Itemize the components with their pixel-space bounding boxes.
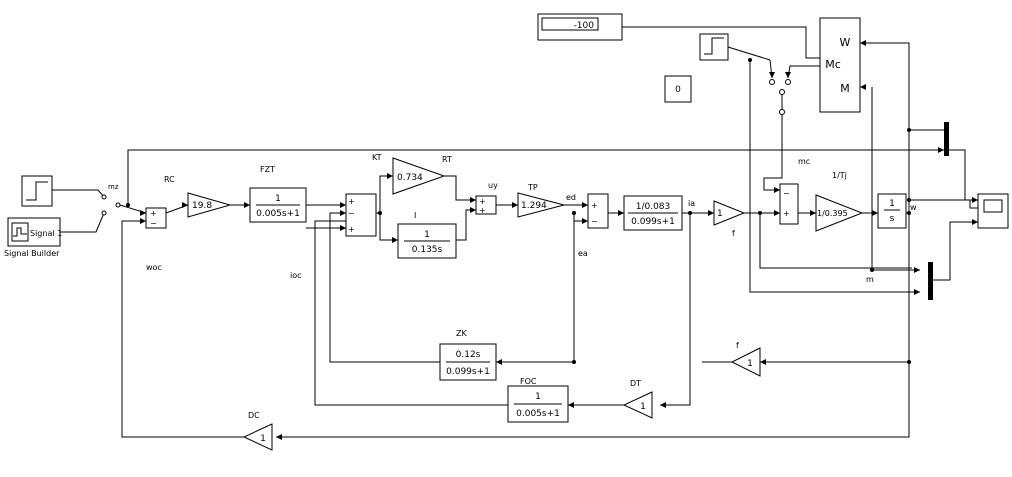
svg-text:1: 1: [260, 434, 266, 444]
rt-label: RT: [442, 155, 452, 164]
svg-text:−: −: [591, 217, 598, 226]
motor-block[interactable]: W Mc M: [819, 17, 861, 113]
f-feedback-label: f: [736, 341, 739, 350]
integrator-i-block[interactable]: 1 0.135s: [397, 223, 457, 259]
mux-upper[interactable]: [944, 122, 949, 156]
svg-text:19.8: 19.8: [192, 201, 212, 211]
ia-label: ia: [688, 199, 695, 208]
ed-label: ed: [566, 193, 576, 202]
svg-text:−: −: [348, 209, 355, 218]
svg-text:+: +: [348, 225, 355, 234]
manual-switch-block[interactable]: [769, 79, 791, 115]
svg-text:s: s: [890, 214, 895, 224]
ea-label: ea: [578, 249, 588, 258]
svg-text:1/0.083: 1/0.083: [636, 202, 671, 212]
motor-port-mc: Mc: [825, 58, 841, 71]
motor-port-m: M: [840, 82, 850, 95]
fzt-label: FZT: [260, 165, 275, 174]
i-label: I: [414, 211, 416, 220]
svg-text:0.135s: 0.135s: [412, 245, 443, 255]
f-gain-block[interactable]: 1: [713, 200, 746, 226]
constant-minus100-block[interactable]: -100: [537, 13, 623, 41]
tp-gain-block[interactable]: 1.294: [517, 192, 566, 218]
rc-label: RC: [164, 175, 175, 184]
tj-gain-block[interactable]: 1/0.395: [815, 194, 864, 232]
mux-lower[interactable]: [928, 262, 933, 300]
sum-speed-block[interactable]: + −: [145, 207, 167, 229]
svg-text:−: −: [783, 189, 790, 198]
svg-text:1: 1: [747, 359, 753, 369]
svg-text:0.005s+1: 0.005s+1: [516, 409, 560, 419]
mc-label: mc: [798, 157, 810, 166]
svg-text:0.734: 0.734: [397, 173, 423, 183]
sum-torque-block[interactable]: − +: [779, 183, 799, 225]
kt-gain-block[interactable]: 0.734: [392, 157, 446, 195]
scope-block[interactable]: [977, 193, 1009, 229]
constant-0-block[interactable]: 0: [664, 75, 692, 103]
sum-emf-block[interactable]: + −: [587, 193, 609, 229]
step-source-top[interactable]: [699, 33, 729, 61]
svg-text:+: +: [479, 197, 486, 206]
mz-label: mz: [108, 183, 119, 191]
svg-text:−: −: [150, 219, 157, 228]
svg-text:-100: -100: [574, 21, 595, 31]
integrator-w-block[interactable]: 1 s: [877, 193, 907, 229]
sum-pi-block[interactable]: + +: [475, 195, 497, 215]
zk-label: ZK: [456, 329, 467, 338]
woc-label: woc: [146, 263, 162, 272]
dt-label: DT: [630, 379, 641, 388]
svg-text:+: +: [479, 206, 486, 215]
svg-text:1: 1: [535, 392, 541, 402]
junction-dots: [126, 58, 911, 364]
tj-label: 1/Tj: [832, 171, 847, 180]
armature-transfer-fcn[interactable]: 1/0.083 0.099s+1: [623, 195, 683, 231]
fzt-transfer-fcn[interactable]: 1 0.005s+1: [249, 187, 307, 223]
svg-text:Signal 1: Signal 1: [30, 229, 62, 238]
ioc-label: ioc: [290, 271, 302, 280]
w-output-label: w: [910, 203, 917, 212]
svg-text:1.294: 1.294: [521, 201, 547, 211]
tp-label: TP: [527, 183, 538, 192]
m-output-label: m: [866, 275, 874, 284]
svg-text:1: 1: [717, 209, 723, 219]
svg-text:1: 1: [275, 194, 281, 204]
rc-gain-block[interactable]: 19.8: [187, 192, 232, 218]
f-feedback-gain[interactable]: 1: [730, 347, 761, 377]
signal-lines: [52, 26, 978, 438]
svg-text:1: 1: [640, 402, 646, 412]
signal-builder-block[interactable]: Signal 1: [7, 217, 62, 247]
svg-text:1: 1: [889, 199, 895, 209]
dc-gain-block[interactable]: 1: [242, 423, 273, 451]
sum-current-block[interactable]: + − +: [345, 193, 377, 237]
svg-text:+: +: [348, 197, 355, 206]
svg-text:0.12s: 0.12s: [456, 350, 481, 360]
dt-gain-block[interactable]: 1: [622, 391, 653, 419]
svg-text:0: 0: [675, 85, 681, 95]
foc-transfer-fcn[interactable]: 1 0.005s+1: [507, 385, 569, 423]
arrowheads: [140, 40, 978, 440]
kt-label: KT: [372, 153, 382, 162]
svg-text:+: +: [783, 209, 790, 218]
svg-text:0.099s+1: 0.099s+1: [631, 217, 675, 227]
svg-text:+: +: [591, 201, 598, 210]
step-source-left[interactable]: [21, 175, 53, 207]
f-label: f: [732, 229, 735, 238]
motor-port-w: W: [840, 36, 851, 49]
svg-text:1/0.395: 1/0.395: [817, 209, 848, 218]
svg-text:0.099s+1: 0.099s+1: [446, 367, 490, 377]
svg-text:+: +: [150, 209, 157, 218]
signal-builder-label: Signal Builder: [4, 249, 60, 258]
svg-text:1: 1: [424, 230, 430, 240]
dc-label: DC: [248, 411, 260, 420]
zk-transfer-fcn[interactable]: 0.12s 0.099s+1: [439, 343, 497, 381]
foc-label: FOC: [520, 377, 537, 386]
uy-label: uy: [488, 181, 498, 190]
input-switch[interactable]: [101, 194, 121, 216]
svg-text:0.005s+1: 0.005s+1: [256, 209, 300, 219]
